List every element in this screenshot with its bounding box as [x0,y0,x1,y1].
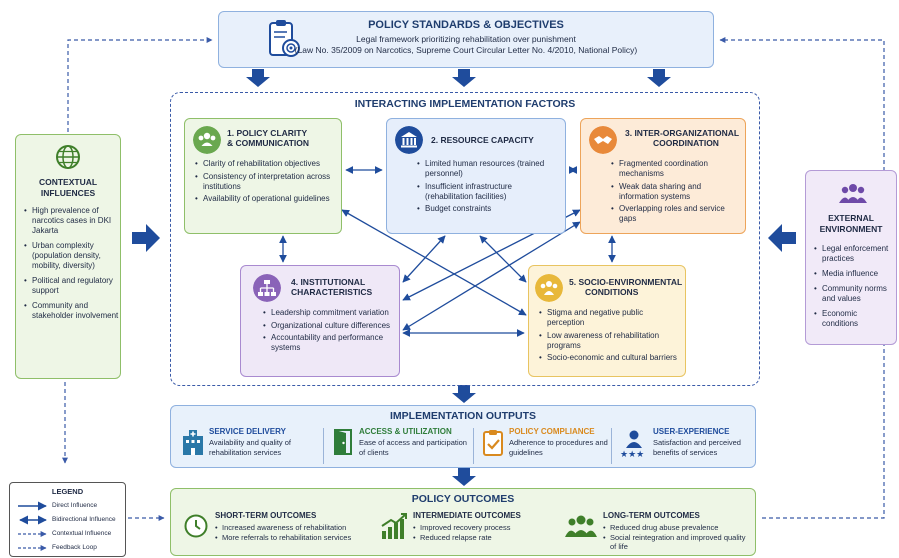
legend: LEGEND Direct Influence Bidirectional In… [9,482,126,557]
outputs-title: IMPLEMENTATION OUTPUTS [389,410,537,422]
factor-5-list: Stigma and negative public perception Lo… [539,308,679,366]
factors-frame [170,92,760,386]
handshake-icon [589,126,617,154]
factor-socio-environmental-conditions: 5. SOCIO-ENVIRONMENTAL CONDITIONS Stigma… [528,265,686,377]
hospital-icon [183,430,203,455]
output-user-experience: ★★★ USER-EXPERIENCE Satisfaction and per… [619,426,753,466]
legend-swatches [18,501,47,551]
factor-4-title: 4. INSTITUTIONAL CHARACTERISTICS [291,277,373,297]
legend-title: LEGEND [51,487,84,496]
factor-resource-capacity: 2. RESOURCE CAPACITY Limited human resou… [386,118,566,234]
legend-item: Direct Influence [52,502,98,509]
output-access-utilization: ACCESS & UTILIZATION Ease of access and … [329,426,469,466]
output-3-desc: Adherence to procedures and guidelines [509,438,608,457]
globe-icon [56,145,80,169]
factor-inter-organizational-coordination: 3. INTER-ORGANIZATIONAL COORDINATION Fra… [580,118,746,234]
output-2-title: ACCESS & UTILIZATION [359,427,452,436]
outcomes-title: POLICY OUTCOMES [411,493,515,505]
outcome-1-list: Increased awareness of rehabilitation Mo… [215,523,375,542]
svg-text:★★★: ★★★ [620,450,644,458]
people-icon [839,184,867,203]
feedback-loop-left [67,37,213,132]
outputs-to-outcomes-arrow [452,468,476,486]
institution-building-icon [395,126,423,154]
factor-1-title: 1. POLICY CLARITY & COMMUNICATION [227,128,309,148]
outcome-long-term: LONG-TERM OUTCOMES Reduced drug abuse pr… [565,509,753,555]
factor3-to-factor5-cross [402,221,581,331]
factors-title: INTERACTING IMPLEMENTATION FACTORS [354,98,576,110]
user-stars-icon: ★★★ [620,430,644,458]
factor-4-list: Leadership commitment variation Organiza… [263,308,393,356]
clipboard-target-icon [269,20,300,57]
factor-2-list: Limited human resources (trained personn… [417,159,557,217]
outcome-2-list: Improved recovery process Reduced relaps… [413,523,543,542]
external-environment-box: EXTERNAL ENVIRONMENT Legal enforcement p… [805,170,897,345]
outcome-3-title: LONG-TERM OUTCOMES [603,511,700,520]
output-divider [323,428,324,464]
output-divider [473,428,474,464]
outcome-3-list: Reduced drug abuse prevalence Social rei… [603,523,751,552]
standards-description: Legal framework prioritizing rehabilitat… [356,34,576,44]
output-policy-compliance: POLICY COMPLIANCE Adherence to procedure… [479,426,619,466]
factor-2-title: 2. RESOURCE CAPACITY [431,135,534,145]
outcome-short-term: SHORT-TERM OUTCOMES Increased awareness … [181,509,371,555]
clock-icon [184,514,208,538]
policy-standards-box: POLICY STANDARDS & OBJECTIVES Legal fram… [218,11,714,68]
output-divider [611,428,612,464]
output-2-desc: Ease of access and participation of clie… [359,438,467,457]
implementation-outputs-box: IMPLEMENTATION OUTPUTS SERVICE DELIVERY … [170,405,756,468]
output-1-title: SERVICE DELIVERY [209,427,286,436]
outcome-intermediate: INTERMEDIATE OUTCOMES Improved recovery … [379,509,549,555]
org-chart-icon [253,274,281,302]
legend-item: Contextual Influence [52,530,112,537]
factor-policy-clarity: 1. POLICY CLARITY & COMMUNICATION Clarit… [184,118,342,234]
legend-item: Bidirectional Influence [52,516,116,523]
factor-1-list: Clarity of rehabilitation objectives Con… [195,159,335,207]
outcome-2-title: INTERMEDIATE OUTCOMES [413,511,521,520]
contextual-title: CONTEXTUAL INFLUENCES [38,177,98,198]
contextual-influences-box: CONTEXTUAL INFLUENCES High prevalence of… [15,134,121,379]
output-3-title: POLICY COMPLIANCE [509,427,595,436]
output-4-title: USER-EXPERIENCE [653,427,730,436]
contextual-list: High prevalence of narcotics cases in DK… [24,206,119,326]
standards-legal-basis: (Law No. 35/2009 on Narcotics, Supreme C… [294,45,638,55]
factors-to-outputs-arrow [452,385,476,403]
factor-institutional-characteristics: 4. INSTITUTIONAL CHARACTERISTICS Leaders… [240,265,400,377]
external-title: EXTERNAL ENVIRONMENT [819,213,883,234]
factor-5-title: 5. SOCIO-ENVIRONMENTAL CONDITIONS [569,277,683,297]
output-1-desc: Availability and quality of rehabilitati… [209,438,291,457]
community-icon [535,274,563,302]
people-group-icon [193,126,221,154]
outcome-1-title: SHORT-TERM OUTCOMES [215,511,317,520]
output-4-desc: Satisfaction and perceived benefits of s… [653,438,741,457]
door-icon [334,429,352,455]
output-service-delivery: SERVICE DELIVERY Availability and qualit… [179,426,319,466]
policy-outcomes-box: POLICY OUTCOMES SHORT-TERM OUTCOMES Incr… [170,488,756,556]
standards-down-arrows [246,69,671,87]
factor-3-list: Fragmented coordination mechanisms Weak … [611,159,741,227]
factor-3-title: 3. INTER-ORGANIZATIONAL COORDINATION [625,128,740,148]
contextual-block-arrow [132,224,160,252]
standards-title: POLICY STANDARDS & OBJECTIVES [368,19,564,31]
growth-chart-icon [381,513,407,539]
group-icon [565,515,597,537]
external-block-arrow [768,224,796,252]
legend-item: Feedback Loop [52,544,97,551]
clipboard-check-icon [483,430,503,456]
external-list: Legal enforcement practices Media influe… [814,244,894,334]
